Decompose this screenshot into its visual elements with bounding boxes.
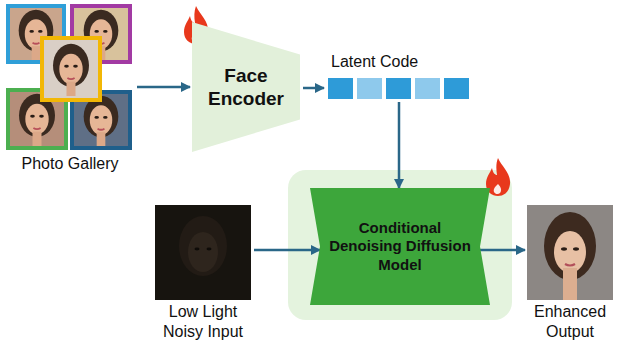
latent-code: Latent Code (326, 52, 472, 100)
enhanced-image (527, 205, 613, 300)
node-label: Face Encoder (201, 64, 291, 110)
model-region (288, 170, 512, 320)
text-holder: Conditional Denoising Diffusion Model (324, 219, 476, 274)
flow-arrow (398, 102, 401, 188)
diffusion-model: Conditional Denoising Diffusion Model (310, 188, 490, 305)
low-light-image (155, 205, 251, 300)
photo-gallery: Photo Gallery (6, 4, 134, 174)
flow-arrow (303, 87, 324, 90)
node-label: Latent Code (331, 52, 472, 72)
shape-fill (310, 188, 490, 305)
trapezoid-outline (192, 22, 300, 152)
output-image: Enhanced Output (527, 205, 613, 341)
trainable-flame-icon (486, 158, 510, 196)
node-label: Low Light Noisy Input (155, 302, 251, 341)
photo-gallery-collage (8, 6, 130, 148)
flow-arrow (137, 86, 190, 89)
latent-vector (328, 78, 469, 99)
text-holder: Latent Code (326, 52, 472, 72)
text-holder: Low Light Noisy Input (155, 302, 251, 341)
text-holder: Enhanced Output (527, 302, 613, 341)
text-holder: Photo Gallery (6, 154, 134, 174)
node-label: Conditional Denoising Diffusion Model (324, 219, 476, 274)
encoder-trapezoid: Face Encoder (192, 22, 300, 152)
input-image: Low Light Noisy Input (155, 205, 251, 341)
flow-arrow (254, 249, 320, 252)
text-holder: Face Encoder (201, 64, 291, 110)
shape-fill (192, 22, 300, 152)
flow-arrow (480, 249, 525, 252)
node-label: Photo Gallery (6, 154, 134, 174)
node-label: Enhanced Output (527, 302, 613, 341)
